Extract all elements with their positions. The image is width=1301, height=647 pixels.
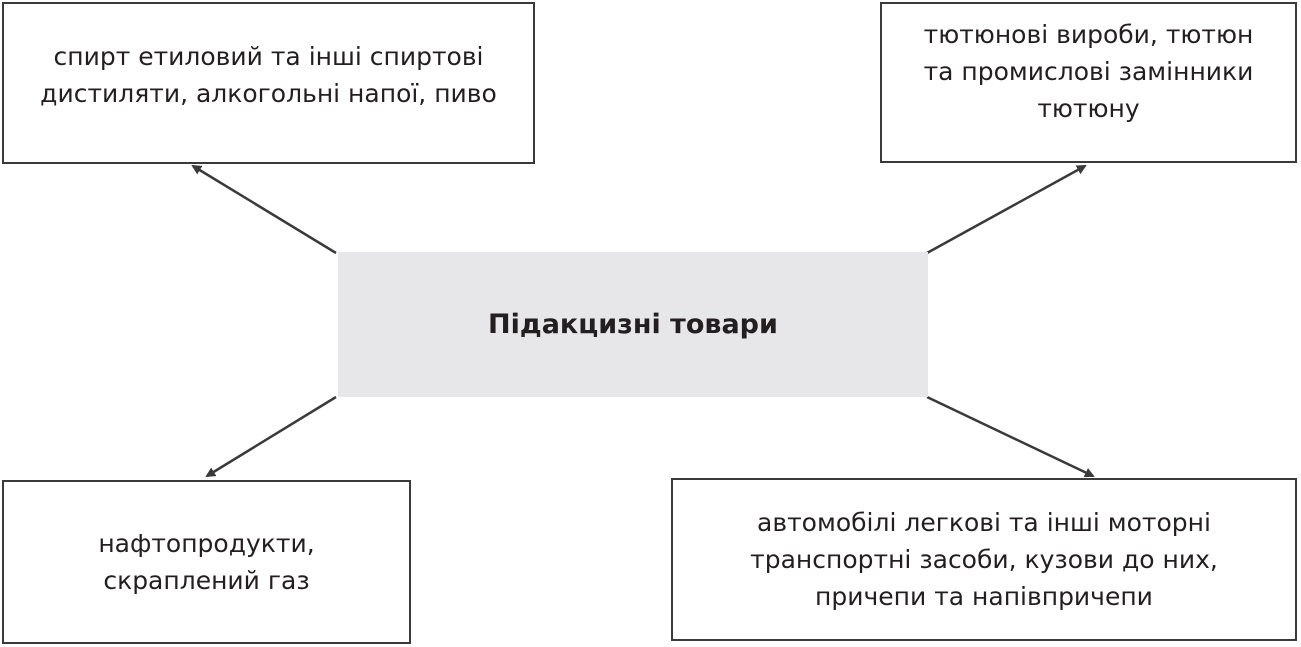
central-concept-label: Підакцизні товари bbox=[488, 309, 778, 340]
category-label-tobacco: тютюнові вироби, тютюн та промислові зам… bbox=[923, 20, 1254, 123]
central-concept-box: Підакцизні товари bbox=[338, 252, 928, 397]
category-box-tobacco: тютюнові вироби, тютюн та промислові зам… bbox=[880, 2, 1297, 163]
category-box-vehicles: автомобілі легкові та інші моторні транс… bbox=[671, 478, 1297, 641]
arrow-to-top-right bbox=[926, 164, 1087, 255]
arrow-to-bottom-left bbox=[205, 395, 337, 478]
arrow-to-bottom-right bbox=[926, 395, 1095, 478]
category-box-alcohol: спирт етиловий та інші спиртові дистилят… bbox=[2, 2, 535, 164]
category-label-alcohol: спирт етиловий та інші спиртові дистилят… bbox=[40, 42, 497, 108]
arrow-to-top-left bbox=[191, 164, 337, 255]
category-box-fuel: нафтопродукти, скраплений газ bbox=[2, 480, 411, 644]
category-label-fuel: нафтопродукти, скраплений газ bbox=[98, 529, 315, 595]
category-label-vehicles: автомобілі легкові та інші моторні транс… bbox=[750, 508, 1218, 611]
